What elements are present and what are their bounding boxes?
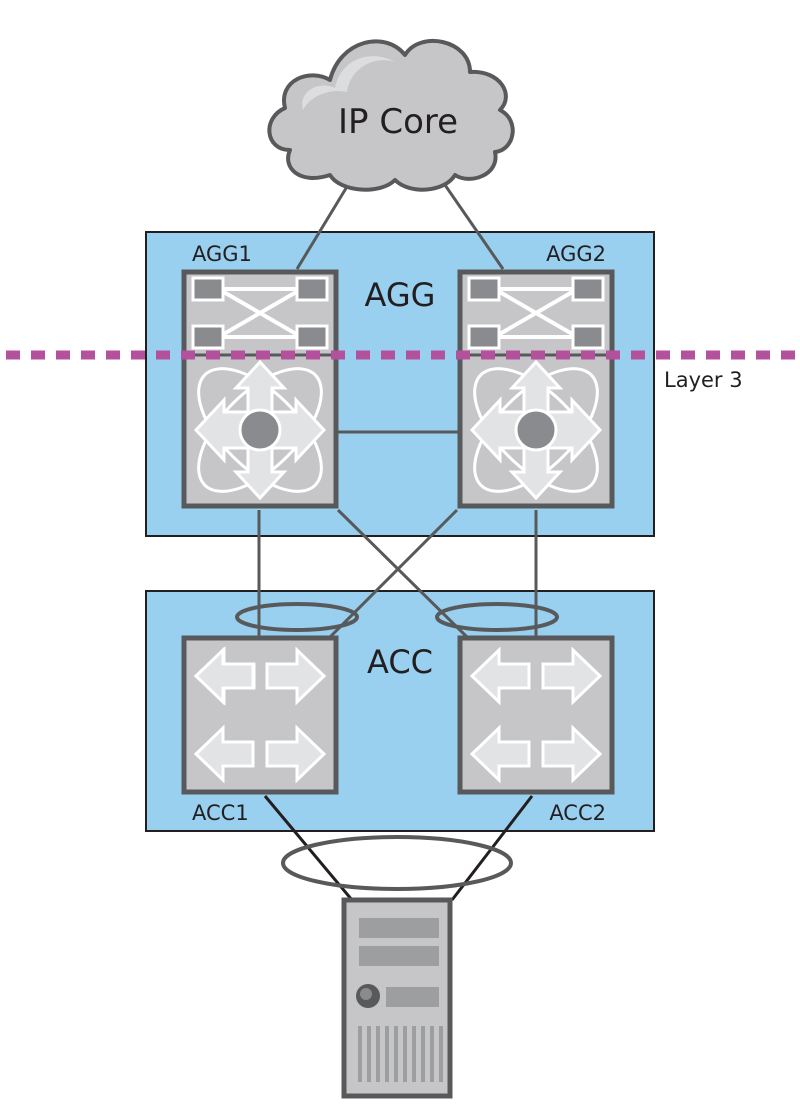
- server-tower[interactable]: [341, 897, 453, 1099]
- port-channel-server: [281, 835, 513, 891]
- link-agg1-acc2: [336, 508, 469, 639]
- agg2-switch[interactable]: [452, 269, 620, 514]
- port-channel-acc2: [435, 602, 559, 632]
- ip-core-cloud: IP Core: [267, 38, 515, 192]
- layer3-label: Layer 3: [664, 368, 743, 392]
- link-core-agg1: [295, 184, 350, 270]
- acc1-label: ACC1: [192, 801, 249, 825]
- agg1-label: AGG1: [192, 242, 252, 266]
- acc-zone-label: ACC: [367, 643, 433, 681]
- cloud-label: IP Core: [338, 102, 458, 142]
- agg-zone-label: AGG: [365, 276, 436, 314]
- link-agg2-acc1: [328, 508, 459, 639]
- link-core-agg2: [443, 184, 505, 270]
- acc1-switch[interactable]: [181, 635, 339, 795]
- port-channel-acc1: [235, 602, 359, 632]
- acc2-label: ACC2: [549, 801, 606, 825]
- agg1-switch[interactable]: [176, 269, 344, 514]
- agg2-label: AGG2: [546, 242, 606, 266]
- acc2-switch[interactable]: [457, 635, 615, 795]
